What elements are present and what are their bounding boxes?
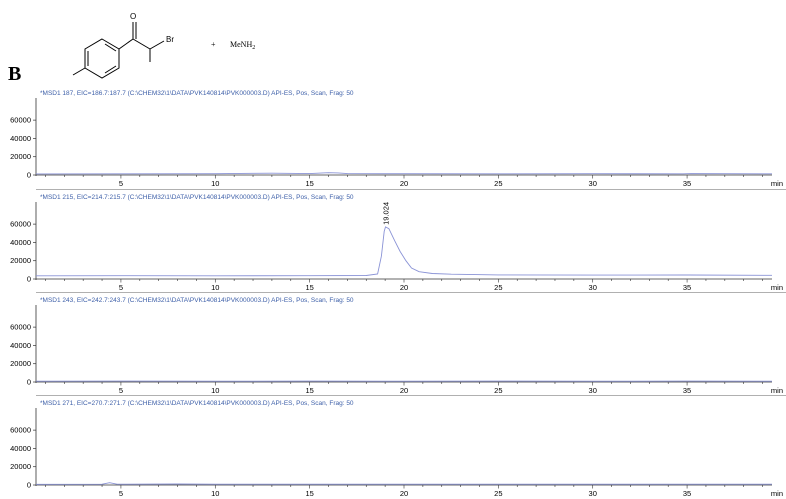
trace-header: *MSD1 243, EIC=242.7:243.7 (C:\CHEM32\1\… [40, 297, 354, 304]
peak-label: 19.024 [382, 202, 391, 225]
x-tick-label: 35 [683, 179, 691, 188]
plus-sign: + [211, 40, 216, 49]
trace-line [35, 172, 773, 175]
chromatogram-plot-1: *MSD1 187, EIC=186.7:187.7 (C:\CHEM32\1\… [10, 90, 783, 188]
panel-divider [36, 189, 786, 190]
y-tick-label: 0 [27, 481, 31, 490]
x-axis-unit: min [771, 179, 783, 188]
x-tick-label: 15 [305, 179, 313, 188]
x-tick-label: 30 [589, 179, 597, 188]
chromatogram-panel-2: *MSD1 215, EIC=214.7:215.7 (C:\CHEM32\1\… [0, 190, 786, 292]
y-tick-label: 0 [27, 171, 31, 180]
x-tick-label: 25 [494, 283, 502, 292]
ketone-structure [72, 22, 165, 79]
x-tick-label: 10 [211, 179, 219, 188]
panel-label-b: B [8, 63, 22, 85]
x-tick-label: 20 [400, 283, 408, 292]
carbonyl-oxygen-label: O [130, 12, 136, 21]
y-tick-label: 40000 [10, 444, 31, 453]
x-tick-label: 15 [305, 386, 313, 395]
benzene-ring [84, 38, 120, 79]
y-tick-label: 20000 [10, 152, 31, 161]
x-tick-label: 30 [589, 386, 597, 395]
x-tick-label: 35 [683, 283, 691, 292]
x-tick-label: 30 [589, 283, 597, 292]
chromatogram-panel-1: *MSD1 187, EIC=186.7:187.7 (C:\CHEM32\1\… [0, 86, 786, 188]
chromatogram-plot-4: *MSD1 271, EIC=270.7:271.7 (C:\CHEM32\1\… [10, 400, 783, 498]
x-tick-label: 20 [400, 179, 408, 188]
trace-header: *MSD1 271, EIC=270.7:271.7 (C:\CHEM32\1\… [40, 400, 354, 407]
x-tick-label: 35 [683, 386, 691, 395]
y-tick-label: 40000 [10, 238, 31, 247]
methylamine-label: MeNH2 [230, 40, 255, 51]
x-axis-unit: min [771, 489, 783, 498]
y-tick-label: 20000 [10, 462, 31, 471]
para-methyl-bond [72, 67, 86, 76]
x-tick-label: 25 [494, 386, 502, 395]
y-tick-label: 60000 [10, 116, 31, 125]
bromine-label: Br [166, 35, 174, 44]
x-tick-label: 15 [305, 283, 313, 292]
panel-divider [36, 395, 786, 396]
reaction-scheme: O Br + MeNH2 [72, 12, 255, 79]
trace-header: *MSD1 187, EIC=186.7:187.7 (C:\CHEM32\1\… [40, 90, 354, 97]
y-tick-label: 60000 [10, 426, 31, 435]
y-tick-label: 40000 [10, 341, 31, 350]
x-tick-label: 10 [211, 283, 219, 292]
x-tick-label: 30 [589, 489, 597, 498]
chromatogram-plot-3: *MSD1 243, EIC=242.7:243.7 (C:\CHEM32\1\… [10, 297, 783, 395]
y-tick-label: 40000 [10, 134, 31, 143]
trace-header: *MSD1 215, EIC=214.7:215.7 (C:\CHEM32\1\… [40, 194, 354, 201]
chromatogram-panel-4: *MSD1 271, EIC=270.7:271.7 (C:\CHEM32\1\… [0, 396, 786, 498]
x-tick-label: 5 [119, 179, 123, 188]
y-tick-label: 0 [27, 378, 31, 387]
x-tick-label: 25 [494, 489, 502, 498]
x-tick-label: 35 [683, 489, 691, 498]
x-tick-label: 20 [400, 489, 408, 498]
y-tick-label: 20000 [10, 256, 31, 265]
y-tick-label: 60000 [10, 220, 31, 229]
trace-line [35, 226, 773, 277]
x-tick-label: 5 [119, 386, 123, 395]
x-axis-unit: min [771, 283, 783, 292]
x-tick-label: 5 [119, 283, 123, 292]
chromatogram-panel-3: *MSD1 243, EIC=242.7:243.7 (C:\CHEM32\1\… [0, 293, 786, 395]
x-axis-unit: min [771, 386, 783, 395]
x-tick-label: 25 [494, 179, 502, 188]
x-tick-label: 20 [400, 386, 408, 395]
x-tick-label: 10 [211, 386, 219, 395]
y-tick-label: 60000 [10, 323, 31, 332]
y-tick-label: 20000 [10, 359, 31, 368]
chromatogram-plot-2: *MSD1 215, EIC=214.7:215.7 (C:\CHEM32\1\… [10, 194, 783, 292]
y-tick-label: 0 [27, 275, 31, 284]
x-tick-label: 15 [305, 489, 313, 498]
x-tick-label: 10 [211, 489, 219, 498]
trace-line [35, 482, 772, 485]
x-tick-label: 5 [119, 489, 123, 498]
panel-divider [36, 292, 786, 293]
